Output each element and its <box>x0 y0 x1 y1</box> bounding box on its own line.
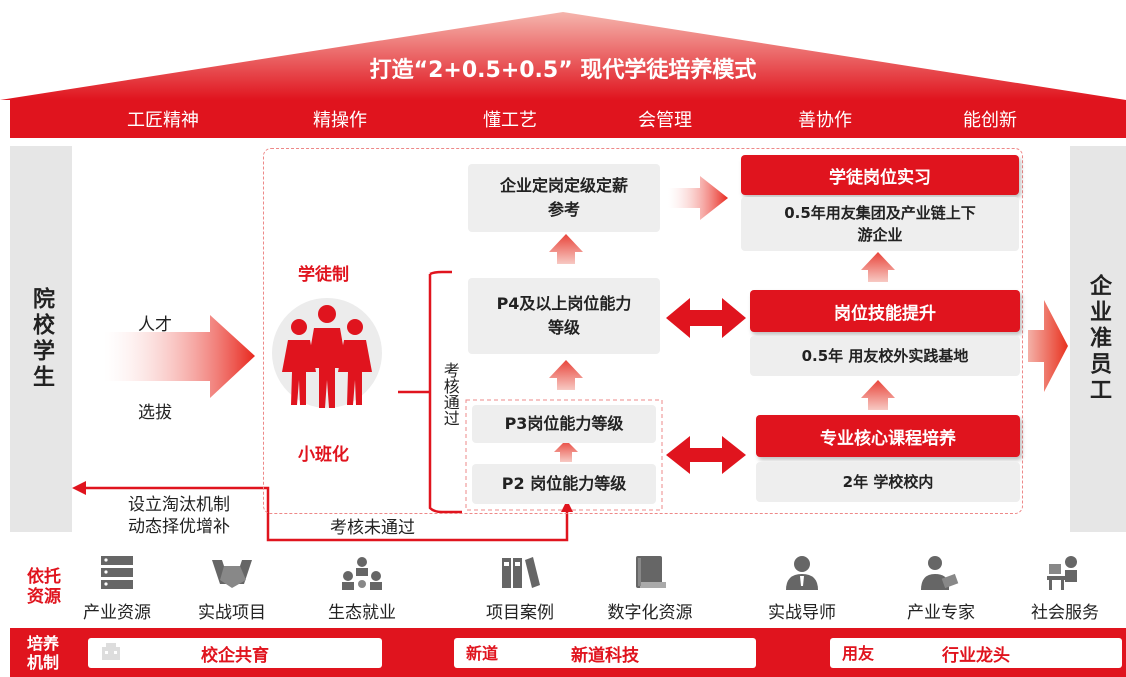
value-collaboration: 善协作 <box>798 110 852 131</box>
up-arrow-p2-p3 <box>554 440 578 462</box>
small-class-label: 小班化 <box>298 445 349 465</box>
assessment-fail-label: 考核未通过 <box>330 518 415 538</box>
salary-line-2: 参考 <box>547 200 580 219</box>
resource-mentors: 实战导师 <box>737 552 867 624</box>
up-arrow-skill-internship <box>861 252 895 282</box>
salary-reference-box: 企业定岗定级定薪 参考 <box>468 164 660 232</box>
apprentice-label: 学徒制 <box>298 265 349 285</box>
internship-desc-2: 游企业 <box>857 226 903 244</box>
talent-arrow <box>104 315 255 398</box>
elimination-line-1: 设立淘汰机制 <box>128 495 230 515</box>
mechanism-label-2: 机制 <box>26 653 59 672</box>
assessment-pass-label: 考核通过 <box>440 348 460 440</box>
elimination-note: 设立淘汰机制 动态择优增补 <box>128 494 230 538</box>
up-arrow-p4-salary <box>549 234 583 264</box>
book-icon <box>585 552 715 594</box>
up-arrow-core-skill <box>861 380 895 410</box>
resource-services: 社会服务 <box>1005 552 1125 624</box>
mechanism-label: 培养 机制 <box>18 630 68 676</box>
skill-upgrade-desc: 0.5年 用友校外实践基地 <box>750 336 1020 376</box>
p4-line-1: P4及以上岗位能力 <box>496 294 632 313</box>
employee-arrow <box>1028 300 1068 392</box>
internship-desc-box: 0.5年用友集团及产业链上下 游企业 <box>741 197 1019 251</box>
resource-digital: 数字化资源 <box>585 552 715 624</box>
assessment-bracket <box>398 270 462 514</box>
select-label: 选拔 <box>138 403 172 423</box>
p2-p3-dashed-group <box>465 399 663 511</box>
building-icon <box>100 643 122 665</box>
value-craft: 懂工艺 <box>483 110 537 131</box>
fail-arrowhead-left <box>72 481 86 495</box>
handshake-icon <box>167 552 297 594</box>
assessment-pass-text: 考核通过 <box>440 362 460 426</box>
mechanism-industry-leader-label: 行业龙头 <box>942 645 1010 666</box>
server-icon <box>52 552 182 594</box>
core-course-title: 专业核心课程培养 <box>756 415 1020 457</box>
p2-level-box: P2 岗位能力等级 <box>472 464 656 504</box>
fail-path <box>82 486 569 542</box>
mechanism-seentao-label: 新道科技 <box>571 645 639 666</box>
resource-mentors-label: 实战导师 <box>768 603 836 623</box>
p4-skill-double-arrow <box>666 298 746 338</box>
value-operation: 精操作 <box>313 110 367 131</box>
mechanism-seentao: 新道 新道科技 <box>454 638 756 668</box>
internship-desc-1: 0.5年用友集团及产业链上下 <box>784 203 976 222</box>
salary-to-internship-arrow <box>668 176 728 220</box>
resource-digital-label: 数字化资源 <box>607 603 693 623</box>
resource-cases: 项目案例 <box>455 552 585 624</box>
service-icon <box>1005 552 1125 594</box>
resource-experts: 产业专家 <box>876 552 1006 624</box>
mechanism-school-enterprise: 校企共育 <box>88 638 382 668</box>
roof-shape <box>0 12 1126 100</box>
college-students-column: 院校学生 <box>10 146 72 532</box>
value-management: 会管理 <box>638 110 692 131</box>
network-people-icon <box>297 552 427 594</box>
binders-icon <box>455 552 585 594</box>
p4-line-2: 等级 <box>547 318 580 337</box>
mentor-icon <box>737 552 867 594</box>
resource-projects: 实战项目 <box>167 552 297 624</box>
resources-label: 依托 资源 <box>14 553 74 621</box>
expert-icon <box>876 552 1006 594</box>
resource-cases-label: 项目案例 <box>486 603 554 623</box>
fail-arrowhead-up <box>561 500 573 512</box>
talent-label: 人才 <box>138 315 172 335</box>
resource-employment: 生态就业 <box>297 552 427 624</box>
elimination-line-2: 动态择优增补 <box>128 517 230 538</box>
value-craftsmanship: 工匠精神 <box>127 110 199 131</box>
yonyou-logo: 用友 <box>842 644 875 663</box>
resource-experts-label: 产业专家 <box>907 603 975 623</box>
mechanism-label-1: 培养 <box>26 633 59 653</box>
p3-level-box: P3岗位能力等级 <box>472 405 656 443</box>
resources-label-1: 依托 <box>27 566 61 587</box>
resources-label-2: 资源 <box>27 587 61 607</box>
resource-industry: 产业资源 <box>52 552 182 624</box>
seentao-logo: 新道 <box>466 644 499 663</box>
skill-upgrade-title: 岗位技能提升 <box>750 290 1020 332</box>
training-area <box>263 148 1023 514</box>
value-innovation: 能创新 <box>963 110 1017 131</box>
resource-employment-label: 生态就业 <box>328 603 396 623</box>
up-arrow-p3-p4 <box>549 360 583 390</box>
resource-services-label: 社会服务 <box>1031 603 1099 623</box>
quasi-employee-label: 企业准员工 <box>1085 274 1111 404</box>
mechanism-school-enterprise-label: 校企共育 <box>201 645 269 666</box>
core-course-desc: 2年 学校校内 <box>756 462 1020 502</box>
salary-line-1: 企业定岗定级定薪 <box>499 176 628 195</box>
resource-projects-label: 实战项目 <box>198 603 266 623</box>
resource-industry-label: 产业资源 <box>83 603 151 623</box>
roof-title: 打造“2+0.5+0.5” 现代学徒培养模式 <box>369 58 757 83</box>
quasi-employee-column: 企业准员工 <box>1070 146 1126 532</box>
mechanism-industry-leader: 用友 行业龙头 <box>830 638 1122 668</box>
p3-core-double-arrow <box>666 436 746 474</box>
college-students-label: 院校学生 <box>28 287 54 391</box>
people-icon <box>282 305 372 408</box>
p4-level-box: P4及以上岗位能力 等级 <box>468 278 660 354</box>
value-band <box>10 100 1126 138</box>
internship-title: 学徒岗位实习 <box>741 155 1019 195</box>
